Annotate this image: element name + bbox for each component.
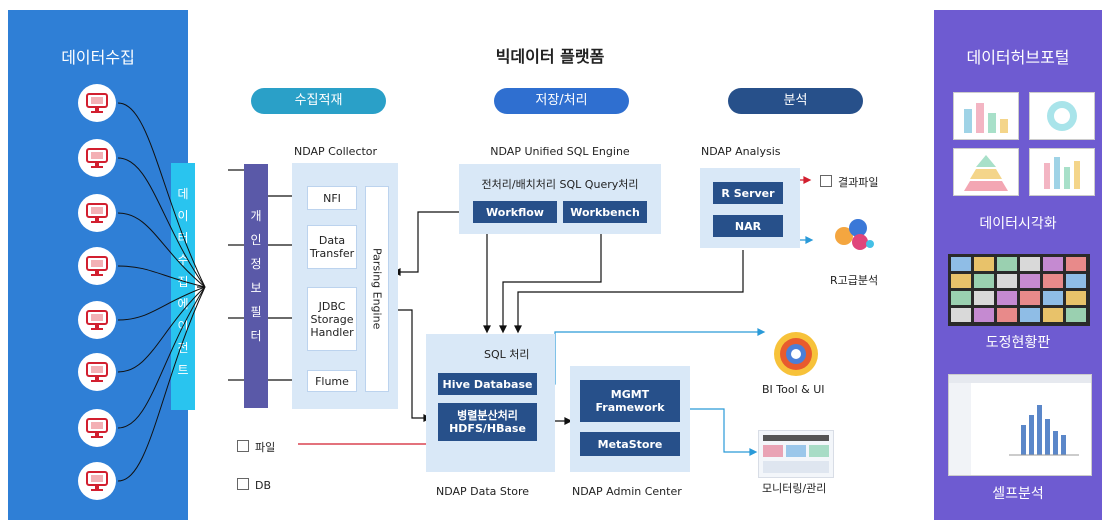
- pill-collect: 수집적재: [251, 88, 386, 114]
- platform-title: 빅데이터 플랫폼: [495, 47, 605, 66]
- monitor-connection-line: [117, 286, 206, 321]
- db-chart-icon: [237, 478, 249, 490]
- db-source: DB: [237, 478, 271, 492]
- privacy-filter-label: 개인정보필터: [250, 209, 262, 343]
- monitoring-dashboard-thumbnail: [758, 430, 834, 478]
- status-board-tile: [951, 308, 971, 322]
- sql-engine-title: NDAP Unified SQL Engine: [490, 145, 630, 158]
- status-board-tile: [1020, 274, 1040, 288]
- pill-store: 저장/처리: [494, 88, 629, 114]
- r-advanced-icon: [830, 214, 876, 254]
- monitor-icon: [78, 409, 116, 447]
- r-advanced-label: R고급분석: [830, 274, 879, 287]
- analysis-title: NDAP Analysis: [701, 145, 781, 158]
- self-analysis-label: 셀프분석: [992, 486, 1044, 502]
- monitoring-label: 모니터링/관리: [762, 482, 827, 495]
- admin-title: NDAP Admin Center: [572, 485, 682, 498]
- file-source: 파일: [237, 439, 275, 455]
- workflow-box: Workflow: [473, 201, 557, 223]
- db-label: DB: [255, 479, 272, 492]
- status-board-tile: [1066, 274, 1086, 288]
- status-board-tile: [974, 291, 994, 305]
- result-file-text: 결과파일: [838, 176, 879, 189]
- status-board-tile: [997, 291, 1017, 305]
- monitor-icon: [78, 353, 116, 391]
- status-board-tile: [951, 291, 971, 305]
- viz-thumb-bars: [953, 92, 1019, 140]
- sql-engine-subtitle: 전처리/배치처리 SQL Query처리: [481, 178, 639, 191]
- monitor-icon: [78, 301, 116, 339]
- collector-item-nfi: NFI: [307, 186, 357, 210]
- status-board-tile: [1020, 308, 1040, 322]
- status-board-tile: [951, 274, 971, 288]
- status-board-tile: [1020, 257, 1040, 271]
- monitor-connection-line: [117, 265, 206, 288]
- monitor-icon: [78, 139, 116, 177]
- collection-agent-bar: 데이터수집에이전트: [171, 163, 195, 410]
- status-board-tile: [1020, 291, 1040, 305]
- monitor-connection-line: [117, 286, 206, 429]
- metastore-box: MetaStore: [580, 432, 680, 456]
- bi-tool-label: BI Tool & UI: [762, 383, 825, 396]
- data-collection-title: 데이터수집: [61, 48, 135, 67]
- pill-analysis: 분석: [728, 88, 863, 114]
- monitor-icon: [78, 194, 116, 232]
- monitor-connection-line: [117, 212, 206, 288]
- viz-thumb-columns: [1029, 148, 1095, 196]
- status-board-tile: [997, 308, 1017, 322]
- monitor-icon: [78, 247, 116, 285]
- data-visualization-label: 데이터시각화: [979, 216, 1057, 232]
- monitor-icon: [78, 84, 116, 122]
- monitor-connection-line: [117, 286, 206, 373]
- data-hub-portal-panel: 데이터허브포털 데이터시각화 도정현황판 셀프분석: [934, 10, 1102, 520]
- viz-thumb-donut: [1029, 92, 1095, 140]
- data-hub-portal-title: 데이터허브포털: [966, 48, 1070, 67]
- collector-item-flume: Flume: [307, 370, 357, 392]
- status-board-tile: [1043, 274, 1063, 288]
- chart-file-icon: [820, 175, 832, 187]
- status-board-tile: [974, 274, 994, 288]
- data-store-title: NDAP Data Store: [436, 485, 529, 498]
- collector-title: NDAP Collector: [294, 145, 378, 158]
- privacy-filter-bar: 개인정보필터: [244, 164, 268, 408]
- monitor-connection-line: [117, 286, 206, 482]
- hive-database-box: Hive Database: [438, 373, 537, 395]
- status-board-tile: [974, 308, 994, 322]
- sql-processing-label: SQL 처리: [484, 348, 530, 361]
- sql-engine-box: [459, 164, 661, 234]
- collector-item-jdbc: JDBC Storage Handler: [307, 287, 357, 351]
- status-board-tile: [951, 257, 971, 271]
- result-file-label: 결과파일: [820, 174, 878, 190]
- parsing-engine-box: Parsing Engine: [365, 186, 389, 392]
- status-board-thumbnail: [948, 254, 1090, 326]
- bi-tool-icon: [772, 330, 820, 378]
- status-board-tile: [1066, 257, 1086, 271]
- rserver-box: R Server: [713, 182, 783, 204]
- status-board-tile: [997, 274, 1017, 288]
- viz-thumb-pyramid: [953, 148, 1019, 196]
- status-board-tile: [1043, 257, 1063, 271]
- workbench-box: Workbench: [563, 201, 647, 223]
- monitor-connection-line: [117, 157, 206, 288]
- self-analysis-thumbnail: [948, 374, 1092, 476]
- parsing-engine-label: Parsing Engine: [370, 248, 384, 330]
- hdfs-hbase-box: 병렬분산처리 HDFS/HBase: [438, 403, 537, 441]
- nar-box: NAR: [713, 215, 783, 237]
- file-label: 파일: [255, 441, 276, 454]
- status-board-tile: [1066, 291, 1086, 305]
- monitor-connection-line: [117, 102, 206, 288]
- file-chart-icon: [237, 440, 249, 452]
- status-board-tile: [1066, 308, 1086, 322]
- status-board-tile: [1043, 308, 1063, 322]
- mgmt-framework-box: MGMT Framework: [580, 380, 680, 422]
- status-board-tile: [997, 257, 1017, 271]
- status-board-tile: [974, 257, 994, 271]
- status-board-label: 도정현황판: [985, 335, 1051, 351]
- status-board-tile: [1043, 291, 1063, 305]
- monitor-icon: [78, 462, 116, 500]
- collector-item-data-transfer: Data Transfer: [307, 225, 357, 269]
